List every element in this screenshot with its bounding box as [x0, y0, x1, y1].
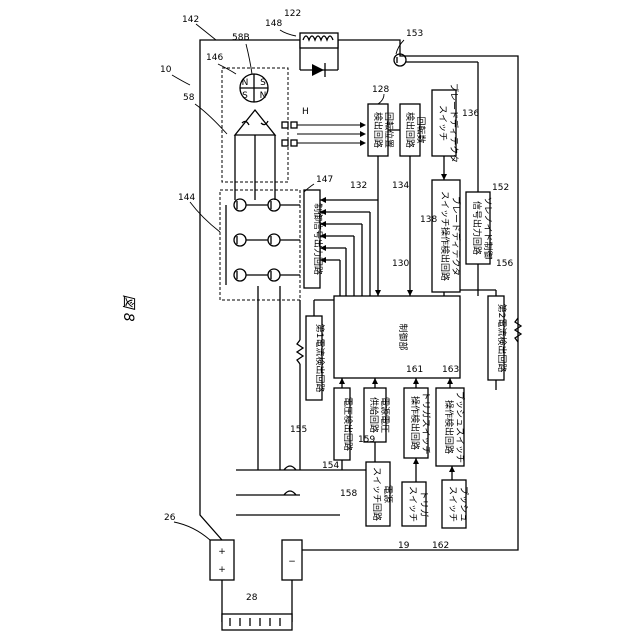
svg-text:図 8: 図 8 [120, 294, 136, 321]
svg-text:N: N [242, 78, 249, 88]
svg-text:134: 134 [392, 181, 409, 191]
rotor-magnet: N S S N [240, 74, 268, 102]
svg-text:ブレードディテクタ: ブレードディテクタ [450, 196, 462, 276]
fet-q2 [268, 199, 280, 211]
negative-terminal: − [282, 540, 302, 580]
svg-text:144: 144 [178, 193, 195, 203]
block-power-switch-circuit: 電源 スイッチ回路 [366, 462, 393, 526]
block-voltage-detection: 電圧検出回路 [334, 388, 354, 460]
svg-text:158: 158 [340, 489, 357, 499]
svg-text:155: 155 [290, 425, 307, 435]
svg-text:N: N [260, 91, 267, 101]
svg-text:148: 148 [265, 19, 282, 29]
svg-text:130: 130 [392, 259, 409, 269]
svg-text:操作検出回路: 操作検出回路 [443, 400, 455, 454]
block-trigger-switch-operation-detection: トリガスイッチ 操作検出回路 [404, 388, 431, 458]
block-rotation-speed-detection: 回転数 検出回路 [400, 104, 427, 156]
svg-text:28: 28 [246, 593, 258, 603]
svg-text:回転数: 回転数 [415, 116, 427, 143]
hall-sensors [282, 122, 366, 146]
svg-text:スイッチ回路: スイッチ回路 [371, 467, 383, 521]
svg-text:147: 147 [316, 175, 333, 185]
svg-text:電源: 電源 [382, 485, 393, 503]
svg-text:ソレノイド制御: ソレノイド制御 [482, 196, 494, 259]
svg-text:163: 163 [442, 365, 459, 375]
svg-text:スイッチ: スイッチ [447, 486, 458, 522]
fet-q5 [234, 269, 246, 281]
svg-text:19: 19 [398, 541, 410, 551]
flyback-diode [300, 63, 338, 77]
svg-text:制御信号出力回路: 制御信号出力回路 [312, 203, 324, 275]
svg-text:プッシュスイッチ: プッシュスイッチ [454, 391, 465, 463]
fet-array [226, 199, 300, 285]
solenoid-coil [300, 33, 338, 48]
svg-text:+: + [218, 565, 226, 575]
stator-coils [235, 110, 275, 200]
svg-text:第2電流検出回路: 第2電流検出回路 [496, 304, 508, 373]
svg-text:122: 122 [284, 9, 301, 19]
svg-text:スイッチ: スイッチ [437, 105, 448, 141]
block-blade-detector-switch: ブレードディテクタ スイッチ [432, 83, 460, 163]
svg-text:+: + [218, 547, 226, 557]
block-second-current-detection: 第2電流検出回路 [488, 296, 508, 380]
svg-text:58: 58 [183, 93, 195, 103]
svg-text:プッシュ: プッシュ [458, 486, 469, 522]
block-power-voltage-supply: 電源電圧 供給回路 [364, 388, 390, 442]
svg-text:スイッチ: スイッチ [407, 486, 418, 522]
svg-text:スイッチ操作検出回路: スイッチ操作検出回路 [439, 191, 451, 281]
shunt-resistor-1 [297, 300, 303, 470]
block-push-switch-operation-detection: プッシュスイッチ 操作検出回路 [436, 388, 465, 466]
block-control-signal-output: 制御信号出力回路 [304, 190, 324, 288]
svg-text:S: S [260, 78, 266, 88]
svg-text:154: 154 [322, 461, 339, 471]
svg-text:S: S [242, 91, 248, 101]
block-blade-detector-operation-detection: ブレードディテクタ スイッチ操作検出回路 [432, 180, 462, 292]
fet-q1 [234, 199, 246, 211]
svg-text:161: 161 [406, 365, 423, 375]
positive-terminal: + + [210, 540, 234, 580]
svg-text:検出回路: 検出回路 [404, 112, 416, 148]
block-first-current-detection: 第1電流検出回路 [306, 316, 326, 400]
svg-text:132: 132 [350, 181, 367, 191]
svg-text:136: 136 [462, 109, 479, 119]
svg-text:制御部: 制御部 [397, 323, 409, 350]
svg-text:138: 138 [420, 215, 437, 225]
fet-q6 [268, 269, 280, 281]
svg-text:−: − [288, 557, 296, 567]
figure-label: 図 8 [120, 294, 136, 321]
svg-text:153: 153 [406, 29, 423, 39]
svg-text:操作検出回路: 操作検出回路 [409, 396, 421, 450]
svg-text:H: H [302, 107, 309, 117]
svg-text:10: 10 [160, 65, 172, 75]
svg-text:第1電流検出回路: 第1電流検出回路 [314, 324, 326, 393]
svg-text:26: 26 [164, 513, 176, 523]
svg-text:142: 142 [182, 15, 199, 25]
svg-text:供給回路: 供給回路 [368, 397, 380, 433]
svg-text:58B: 58B [232, 33, 250, 43]
svg-text:信号出力回路: 信号出力回路 [471, 201, 483, 255]
block-solenoid-control-signal-output: ソレノイド制御 信号出力回路 [466, 192, 494, 264]
svg-text:159: 159 [358, 435, 375, 445]
battery-pack [222, 614, 292, 630]
inverter-bridge [220, 190, 300, 300]
svg-text:128: 128 [372, 85, 389, 95]
svg-text:トリガスイッチ: トリガスイッチ [420, 391, 431, 454]
svg-text:152: 152 [492, 183, 509, 193]
fet-q3 [234, 234, 246, 246]
block-push-switch: プッシュ スイッチ [442, 480, 469, 528]
svg-text:146: 146 [206, 53, 223, 63]
svg-text:156: 156 [496, 259, 513, 269]
svg-text:検出回路: 検出回路 [372, 112, 384, 148]
svg-text:トリガ: トリガ [418, 490, 429, 517]
block-trigger-switch: トリガ スイッチ [402, 482, 429, 526]
svg-text:電源電圧: 電源電圧 [379, 397, 390, 433]
svg-text:ブレードディテクタ: ブレードディテクタ [448, 83, 460, 163]
svg-text:162: 162 [432, 541, 449, 551]
svg-text:電圧検出回路: 電圧検出回路 [342, 397, 354, 451]
fet-q4 [268, 234, 280, 246]
